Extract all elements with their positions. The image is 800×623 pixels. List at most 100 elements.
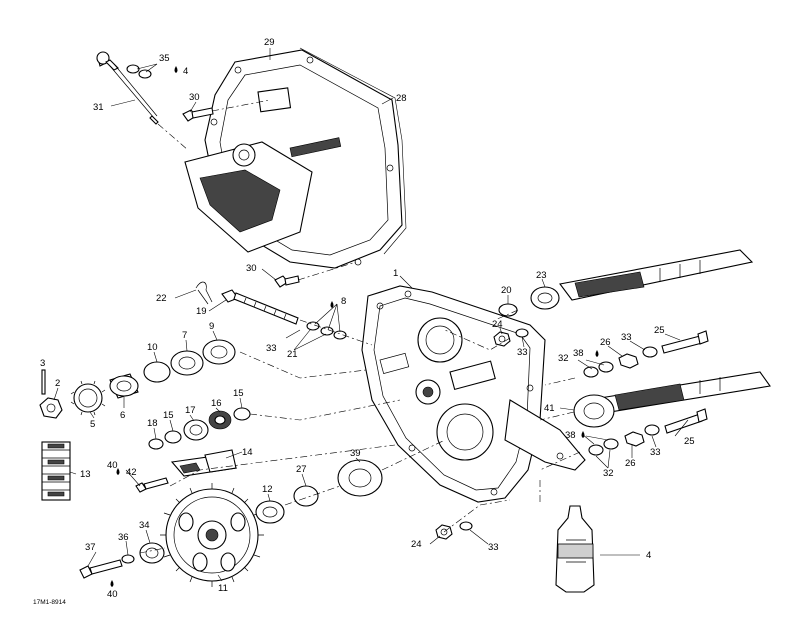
callout-36: 36	[118, 532, 129, 543]
callout-38-lower: 38	[565, 430, 576, 441]
washer-21a	[306, 321, 320, 331]
assembly-lines	[139, 99, 581, 554]
callout-33-right-upper: 33	[621, 332, 632, 343]
chaincase-housing	[361, 285, 586, 503]
callout-6: 6	[120, 410, 125, 421]
chain-13	[41, 441, 71, 501]
pin-3	[41, 369, 46, 395]
o-ring-35a	[126, 64, 140, 74]
bearing-12	[255, 500, 285, 524]
callout-19: 19	[196, 306, 207, 317]
sprocket-11	[160, 483, 264, 587]
callout-33-lower: 33	[488, 542, 499, 553]
bearing-41	[573, 394, 615, 428]
callout-38-upper: 38	[573, 348, 584, 359]
spacer-9	[202, 339, 236, 365]
loctite-drop-8	[330, 301, 334, 308]
callout-32-lower: 32	[603, 468, 614, 479]
bolt-30-upper	[182, 107, 214, 122]
callout-1: 1	[393, 268, 398, 279]
lower-drive-shaft	[599, 371, 771, 413]
chaincase-cover	[184, 49, 403, 269]
callout-40-lower: 40	[107, 589, 118, 600]
callout-2: 2	[55, 378, 60, 389]
callout-21: 21	[287, 349, 298, 360]
upper-drive-shaft	[559, 249, 754, 301]
washer-33-upper	[515, 328, 529, 338]
callout-3: 3	[40, 358, 45, 369]
callout-24-upper: 24	[492, 319, 503, 330]
loctite-drop-4	[174, 66, 178, 73]
sprocket-5	[70, 380, 106, 416]
callout-33-left: 33	[266, 343, 277, 354]
callout-13: 13	[80, 469, 91, 480]
tensioner-14	[170, 449, 238, 477]
callout-31: 31	[93, 102, 104, 113]
adjuster-bolt-19	[221, 289, 299, 325]
o-ring-35b	[138, 69, 152, 79]
callout-25-upper: 25	[654, 325, 665, 336]
callout-18: 18	[147, 418, 158, 429]
drawing-code: 17M1-8914	[33, 599, 66, 606]
callout-30-upper: 30	[189, 92, 200, 103]
callout-25-lower: 25	[684, 436, 695, 447]
circlip-27	[293, 485, 319, 507]
cover-gasket	[299, 47, 407, 255]
callout-22: 22	[156, 293, 167, 304]
loctite-drop-40b	[110, 580, 114, 587]
bushing-18	[148, 438, 164, 450]
needle-bearing-16	[208, 410, 232, 430]
callout-37: 37	[85, 542, 96, 553]
callout-30-lower: 30	[246, 263, 257, 274]
callout-32-upper: 32	[558, 353, 569, 364]
cotter-pin-22	[195, 281, 213, 305]
callout-39: 39	[350, 448, 361, 459]
callout-27: 27	[296, 464, 307, 475]
roller-17	[183, 419, 209, 441]
bearing-6	[109, 373, 139, 399]
washer-15a	[164, 430, 182, 444]
callout-9: 9	[209, 321, 214, 332]
washer-21c	[333, 330, 347, 340]
callout-12: 12	[262, 484, 273, 495]
callout-5: 5	[90, 419, 95, 430]
callout-28: 28	[396, 93, 407, 104]
callout-8: 8	[341, 296, 346, 307]
washer-33-lower	[459, 521, 473, 531]
callout-23: 23	[536, 270, 547, 281]
loctite-drop-40a	[116, 468, 120, 475]
callout-17: 17	[185, 405, 196, 416]
callout-34: 34	[139, 520, 150, 531]
callout-15-left: 15	[163, 410, 174, 421]
lower-right-hardware	[581, 408, 708, 456]
bearing-39	[337, 459, 383, 497]
callout-26-lower: 26	[625, 458, 636, 469]
washer-21b	[320, 326, 334, 336]
callout-29: 29	[264, 37, 275, 48]
callout-labels: 29 28 35 4 31 30 30 22 19 8 1 20 23 24 3…	[40, 37, 695, 600]
nut-2	[39, 397, 63, 419]
callout-15-right: 15	[233, 388, 244, 399]
callout-20: 20	[501, 285, 512, 296]
callout-35: 35	[159, 53, 170, 64]
callout-33-upper: 33	[517, 347, 528, 358]
callout-24-lower: 24	[411, 539, 422, 550]
callout-33-right-lower: 33	[650, 447, 661, 458]
upper-right-hardware	[583, 330, 709, 378]
callout-16: 16	[211, 398, 222, 409]
nut-24-upper	[493, 331, 511, 347]
callout-7: 7	[182, 330, 187, 341]
bolt-30-lower	[274, 275, 300, 288]
leader-lines	[53, 48, 689, 582]
dipstick	[96, 51, 159, 125]
callout-42: 42	[126, 467, 137, 478]
screw-42	[135, 477, 169, 493]
circlip-10	[143, 361, 171, 383]
callout-26-upper: 26	[600, 337, 611, 348]
callout-11: 11	[218, 583, 228, 594]
callout-40-upper: 40	[107, 460, 118, 471]
callout-4-bottle: 4	[646, 550, 651, 561]
washer-36	[121, 554, 135, 564]
